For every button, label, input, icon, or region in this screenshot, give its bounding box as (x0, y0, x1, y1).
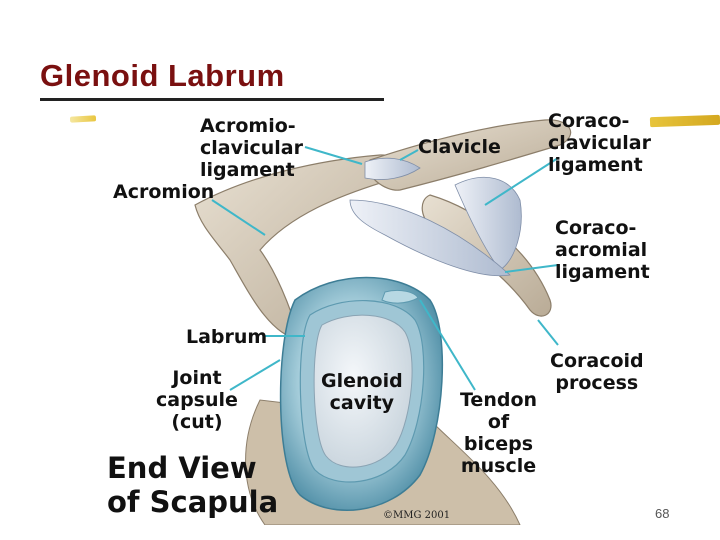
copyright-notice: ©MMG 2001 (383, 510, 450, 521)
label-tendon-of-biceps: Tendon of biceps muscle (460, 389, 537, 477)
label-coracoclavicular-ligament: Coraco- clavicular ligament (548, 110, 651, 176)
label-coracoid-process: Coracoid process (550, 350, 644, 394)
label-end-view-of-scapula: End View of Scapula (107, 451, 278, 519)
label-joint-capsule: Joint capsule (cut) (156, 367, 238, 433)
label-acromion: Acromion (113, 181, 214, 203)
decorative-stripe-right (650, 115, 720, 127)
decorative-stripe-left (70, 115, 96, 122)
slide-title: Glenoid Labrum (40, 58, 285, 94)
label-labrum: Labrum (186, 326, 267, 348)
label-acromioclavicular-ligament: Acromio- clavicular ligament (200, 115, 303, 181)
label-clavicle: Clavicle (418, 136, 501, 158)
page-number: 68 (655, 506, 669, 521)
label-glenoid-cavity: Glenoid cavity (321, 370, 403, 414)
label-coracoacromial-ligament: Coraco- acromial ligament (555, 217, 650, 283)
